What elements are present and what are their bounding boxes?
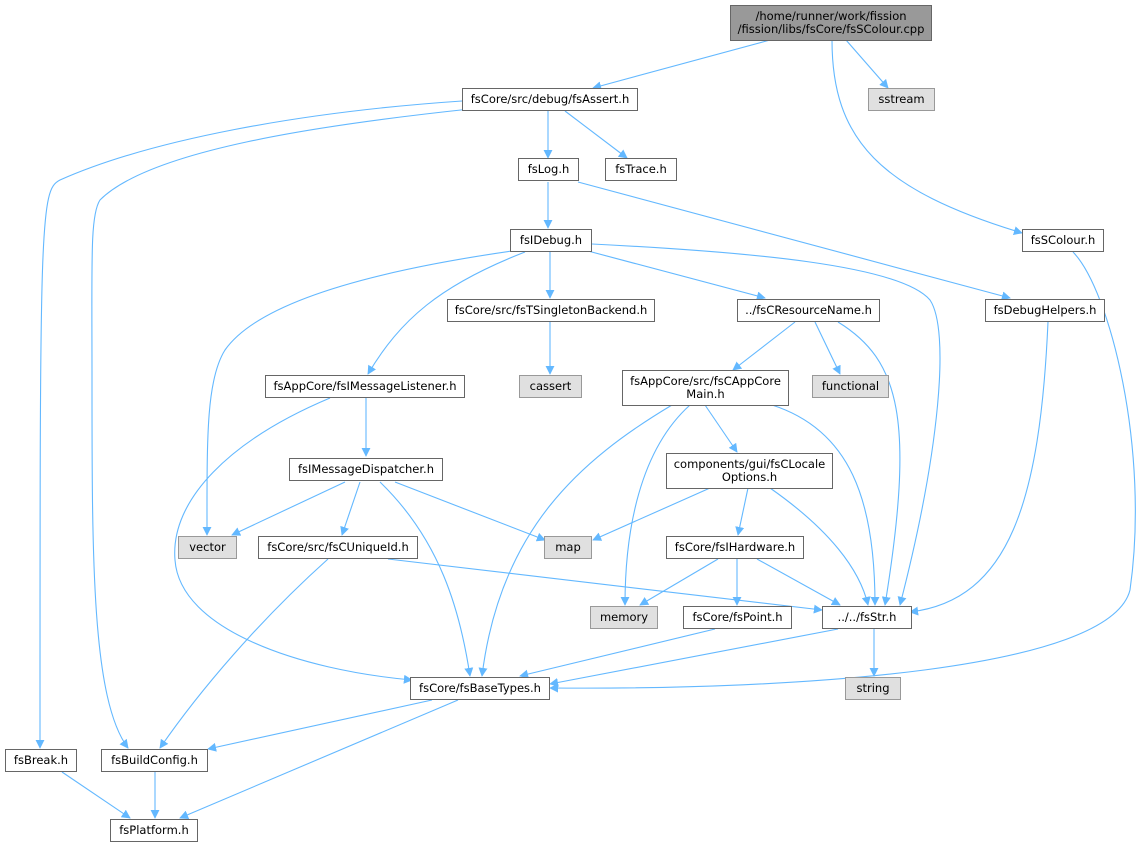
edge-fscresourcename-to-fsstr — [837, 321, 901, 606]
edge-fscappcoremain-to-memory — [620, 404, 691, 606]
node-fsscolour-h[interactable]: fsSColour.h — [1022, 229, 1104, 252]
edge-fsidebug-to-fsstr — [591, 243, 941, 606]
node-fsstr[interactable]: ../../fsStr.h — [822, 606, 912, 629]
edge-fscappcoremain-to-fsstr — [771, 404, 880, 606]
edge-fscappcoremain-to-fsbasetypes — [478, 404, 673, 677]
edge-fsihardware-to-fsstr — [756, 558, 841, 606]
node-fsihardware[interactable]: fsCore/fsIHardware.h — [666, 536, 804, 559]
node-root-fsscolour-cpp[interactable]: /home/runner/work/fission /fission/libs/… — [730, 5, 932, 41]
edge-fsihardware-to-memory — [639, 558, 719, 606]
node-fscappcoremain[interactable]: fsAppCore/src/fsCAppCore Main.h — [622, 370, 789, 406]
edge-fscresourcename-to-functional — [814, 321, 841, 375]
edge-fsstr-to-fsbasetypes — [549, 628, 839, 687]
node-fstsingletonbackend[interactable]: fsCore/src/fsTSingletonBackend.h — [447, 299, 655, 322]
edge-fsbasetypes-to-fsplatform — [179, 699, 459, 819]
node-functional: functional — [812, 375, 889, 398]
edge-fscresourcename-to-fscappcoremain — [732, 321, 796, 371]
edge-root-to-sstream — [845, 39, 889, 89]
edge-fsimessagedispatcher-to-fsbasetypes — [379, 481, 474, 677]
edge-fsimessagedispatcher-to-vector — [231, 481, 346, 536]
node-fscresourcename[interactable]: ../fsCResourceName.h — [737, 299, 880, 322]
edge-fscuniqueid-to-fsstr — [387, 558, 823, 614]
node-cassert: cassert — [519, 375, 582, 398]
node-fsidebug[interactable]: fsIDebug.h — [510, 229, 592, 252]
edge-fsclocaleoptions-to-fsihardware — [735, 487, 749, 536]
edge-root-to-fsassert — [592, 39, 771, 91]
node-fscuniqueid[interactable]: fsCore/src/fsCUniqueId.h — [258, 536, 418, 559]
node-root-line1: /home/runner/work/fission — [755, 9, 907, 23]
node-fsbasetypes[interactable]: fsCore/fsBaseTypes.h — [410, 677, 550, 700]
node-fsbuildconfig[interactable]: fsBuildConfig.h — [101, 749, 208, 772]
edge-fsbasetypes-to-fsbuildconfig — [207, 699, 433, 752]
edge-fscappcoremain-to-fsclocaleoptions — [704, 404, 738, 453]
edge-fsimessagedispatcher-to-fscuniqueid — [340, 481, 361, 536]
node-fsimessagelistener[interactable]: fsAppCore/fsIMessageListener.h — [265, 375, 465, 398]
node-fscappcoremain-line2: Main.h — [686, 387, 725, 401]
node-fsdebughelpers[interactable]: fsDebugHelpers.h — [985, 299, 1105, 322]
node-fsassert[interactable]: fsCore/src/debug/fsAssert.h — [462, 88, 638, 111]
edge-fscuniqueid-to-fsbuildconfig — [159, 558, 329, 749]
node-sstream: sstream — [868, 88, 935, 111]
node-vector: vector — [178, 536, 237, 559]
node-root-line2: /fission/libs/fsCore/fsSColour.cpp — [737, 22, 925, 36]
node-fsbreak[interactable]: fsBreak.h — [5, 749, 77, 772]
edge-fsbreak-to-fsplatform — [61, 771, 131, 819]
node-fspoint[interactable]: fsCore/fsPoint.h — [683, 606, 792, 629]
node-fscappcoremain-line1: fsAppCore/src/fsCAppCore — [630, 374, 781, 388]
node-fsclocaleoptions-line1: components/gui/fsCLocale — [673, 457, 826, 471]
edge-fsclocaleoptions-to-fsstr — [769, 487, 871, 606]
node-memory: memory — [590, 606, 658, 629]
node-fsclocaleoptions[interactable]: components/gui/fsCLocale Options.h — [666, 453, 833, 489]
edge-root-to-fsscolour — [831, 39, 1023, 235]
node-fstrace[interactable]: fsTrace.h — [605, 158, 677, 181]
node-fsplatform[interactable]: fsPlatform.h — [110, 819, 198, 842]
node-fsclocaleoptions-line2: Options.h — [721, 470, 778, 484]
node-fslog[interactable]: fsLog.h — [518, 158, 579, 181]
edge-fsimessagedispatcher-to-map — [394, 481, 546, 542]
node-map: map — [544, 536, 592, 559]
node-string: string — [845, 677, 901, 700]
node-fsimessagedispatcher[interactable]: fsIMessageDispatcher.h — [289, 458, 443, 481]
edge-fspoint-to-fsbasetypes — [519, 628, 716, 679]
edge-fsdebughelpers-to-fsstr — [909, 321, 1049, 616]
edge-fsassert-to-fsbreak — [35, 100, 463, 749]
edge-fsassert-to-fstrace — [564, 110, 628, 159]
edge-fsassert-to-fsbuildconfig — [91, 108, 471, 749]
edge-fsscolour-to-fsbasetypes — [549, 251, 1136, 693]
edge-fsidebug-to-vector — [202, 250, 513, 536]
edge-fslog-to-fsdebughelpers — [577, 181, 1011, 301]
edge-fsidebug-to-fscresourcename — [587, 250, 766, 301]
edge-fsidebug-to-fsimessagelistener — [367, 251, 526, 375]
edge-fsimessagelistener-to-fsbasetypes — [174, 397, 413, 684]
edge-fsclocaleoptions-to-map — [592, 487, 711, 541]
